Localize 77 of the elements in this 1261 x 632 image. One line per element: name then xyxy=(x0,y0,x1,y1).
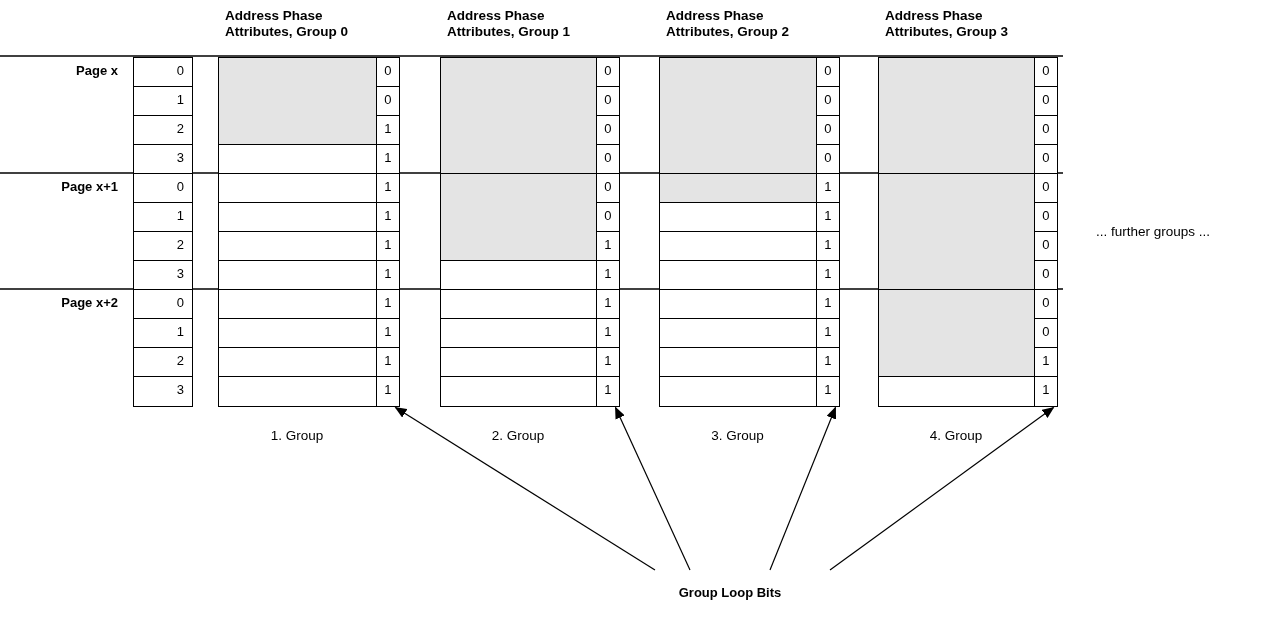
bit-value: 1 xyxy=(376,260,400,291)
bit-value: 1 xyxy=(596,260,620,291)
bit-value: 1 xyxy=(816,318,840,349)
bit-value: 1 xyxy=(1034,376,1058,407)
annotation-text: Group Loop Bits xyxy=(610,570,850,602)
bit-value: 1 xyxy=(596,289,620,320)
bit-value: 0 xyxy=(1034,86,1058,117)
bit-value: 1 xyxy=(596,231,620,262)
bit-value: 1 xyxy=(376,318,400,349)
bit-value: 0 xyxy=(596,57,620,88)
bit-value: 1 xyxy=(816,231,840,262)
arrow xyxy=(829,406,1055,571)
bit-value: 1 xyxy=(376,231,400,262)
group-label: 2. Group xyxy=(490,428,546,443)
bit-value: 0 xyxy=(816,86,840,117)
bit-value: 0 xyxy=(816,115,840,146)
bit-value: 0 xyxy=(1034,318,1058,349)
bit-value: 0 xyxy=(1034,231,1058,262)
group-label: 1. Group xyxy=(269,428,325,443)
row-number: 2 xyxy=(133,347,193,378)
bit-value: 1 xyxy=(376,144,400,175)
page-label: Page x+1 xyxy=(60,179,118,194)
bit-value: 1 xyxy=(816,260,840,291)
row-number: 3 xyxy=(133,144,193,175)
row-number: 3 xyxy=(133,376,193,407)
bit-value: 0 xyxy=(596,115,620,146)
bit-value: 0 xyxy=(1034,57,1058,88)
page-label: Page x+2 xyxy=(60,295,118,310)
bit-value: 0 xyxy=(1034,260,1058,291)
row-number: 0 xyxy=(133,289,193,320)
group-label: 4. Group xyxy=(928,428,984,443)
bit-value: 1 xyxy=(376,289,400,320)
bit-value: 0 xyxy=(596,144,620,175)
bit-value: 1 xyxy=(376,347,400,378)
bit-value: 0 xyxy=(816,57,840,88)
bit-value: 0 xyxy=(596,202,620,233)
bit-value: 0 xyxy=(1034,289,1058,320)
row-number: 2 xyxy=(133,231,193,262)
row-number: 1 xyxy=(133,202,193,233)
bit-value: 1 xyxy=(376,202,400,233)
bit-value: 1 xyxy=(596,318,620,349)
column-header: Address Phase Attributes, Group 3 xyxy=(885,8,1009,40)
bit-value: 1 xyxy=(816,376,840,407)
bit-value: 0 xyxy=(1034,115,1058,146)
bit-value: 0 xyxy=(596,173,620,204)
row-number: 0 xyxy=(133,57,193,88)
bit-value: 1 xyxy=(816,347,840,378)
bit-value: 0 xyxy=(1034,144,1058,175)
bit-value: 0 xyxy=(1034,202,1058,233)
arrow xyxy=(394,406,656,571)
bit-value: 1 xyxy=(376,376,400,407)
bit-value: 1 xyxy=(1034,347,1058,378)
bit-value: 1 xyxy=(376,173,400,204)
bit-value: 0 xyxy=(376,86,400,117)
bit-value: 0 xyxy=(376,57,400,88)
bit-value: 0 xyxy=(596,86,620,117)
arrow xyxy=(614,406,691,571)
row-number: 1 xyxy=(133,318,193,349)
bit-value: 0 xyxy=(1034,173,1058,204)
group-label: 3. Group xyxy=(710,428,765,443)
row-number: 2 xyxy=(133,115,193,146)
arrow xyxy=(769,406,837,571)
row-number: 1 xyxy=(133,86,193,117)
bit-value: 1 xyxy=(816,289,840,320)
bit-value: 1 xyxy=(816,202,840,233)
note-text: ... further groups ... xyxy=(1096,224,1211,239)
column-header: Address Phase Attributes, Group 0 xyxy=(225,8,349,40)
bit-value: 1 xyxy=(596,376,620,407)
bit-value: 1 xyxy=(376,115,400,146)
row-number: 3 xyxy=(133,260,193,291)
bit-value: 1 xyxy=(596,347,620,378)
row-number: 0 xyxy=(133,173,193,204)
bit-value: 1 xyxy=(816,173,840,204)
column-header: Address Phase Attributes, Group 1 xyxy=(447,8,571,40)
column-header: Address Phase Attributes, Group 2 xyxy=(666,8,790,40)
bit-value: 0 xyxy=(816,144,840,175)
page-label: Page x xyxy=(75,63,118,78)
